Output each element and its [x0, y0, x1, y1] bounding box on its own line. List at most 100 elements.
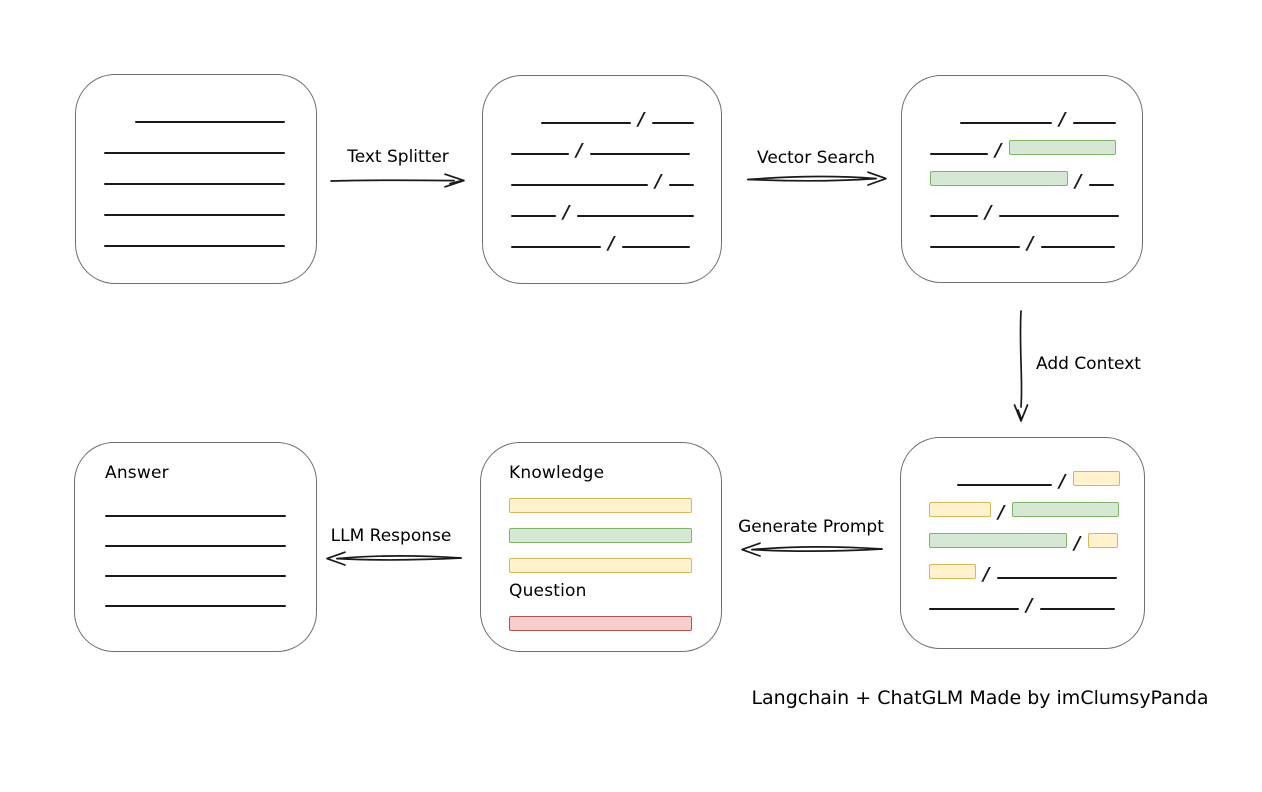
yellow-highlight — [929, 502, 991, 517]
text-line — [104, 183, 285, 185]
chunk-row: / — [930, 217, 1115, 254]
knowledge-label: Knowledge — [509, 463, 605, 483]
knowledge-bars — [509, 483, 693, 573]
split-chunks-box: / / / / / — [482, 75, 722, 284]
yellow-highlight — [1072, 471, 1120, 486]
generate-prompt-arrow — [741, 542, 883, 557]
chunk-row — [104, 185, 288, 216]
context-chunk-lines: ///// — [901, 438, 1144, 616]
chunk-row: / — [511, 93, 694, 130]
source-document-box — [75, 74, 317, 284]
answer-label: Answer — [105, 463, 169, 483]
chunk-row: / — [511, 124, 693, 161]
green-highlight — [1008, 140, 1116, 155]
chunk-row — [509, 513, 693, 543]
chunk-row: / — [929, 486, 1119, 522]
slash-separator: / — [1075, 171, 1082, 192]
slash-separator: / — [1027, 233, 1034, 254]
answer-lines — [105, 483, 286, 607]
question-label: Question — [509, 581, 587, 601]
yellow-highlight — [509, 498, 692, 513]
prompt-box: Knowledge Question — [480, 442, 722, 652]
text-splitter-label: Text Splitter — [347, 147, 449, 167]
red-highlight — [509, 616, 692, 631]
text-line — [929, 608, 1019, 610]
text-line — [998, 215, 1119, 217]
add-context-arrow — [1013, 310, 1029, 422]
chunk-row — [104, 216, 288, 247]
text-line — [511, 246, 601, 248]
chunk-row — [104, 123, 288, 154]
answer-box-content: Answer — [75, 443, 316, 607]
vector-search-arrow — [747, 171, 887, 186]
chunk-row — [104, 92, 288, 123]
text-line — [576, 215, 694, 217]
text-line — [621, 246, 690, 248]
add-context-label: Add Context — [1036, 354, 1141, 374]
green-highlight — [930, 171, 1068, 186]
slash-separator: / — [638, 109, 645, 130]
text-line — [511, 184, 648, 186]
chunk-row: / — [929, 579, 1116, 616]
text-line — [105, 575, 286, 577]
text-line — [104, 214, 285, 216]
text-line — [930, 215, 978, 217]
text-line — [511, 215, 556, 217]
text-line — [668, 184, 694, 186]
text-line — [1039, 608, 1115, 610]
question-bar — [509, 601, 693, 631]
text-line — [135, 121, 285, 123]
green-highlight — [929, 533, 1067, 548]
chunk-row: / — [929, 517, 1118, 553]
chunk-row — [105, 577, 286, 607]
slash-separator: / — [563, 202, 570, 223]
text-line — [996, 577, 1117, 579]
slash-separator: / — [608, 233, 615, 254]
slash-separator: / — [983, 564, 990, 585]
chunk-row — [509, 483, 693, 513]
chunk-row — [105, 547, 286, 577]
text-line — [930, 246, 1020, 248]
text-line — [105, 605, 286, 607]
chunk-row — [509, 601, 693, 631]
diagram-caption: Langchain + ChatGLM Made by imClumsyPand… — [751, 687, 1209, 709]
text-line — [651, 122, 694, 124]
matched-chunk-lines: ///// — [902, 76, 1142, 254]
llm-response-arrow — [326, 551, 462, 566]
chunk-row: / — [930, 186, 1119, 223]
slash-separator: / — [576, 140, 583, 161]
slash-separator: / — [985, 202, 992, 223]
chunk-row — [105, 517, 286, 547]
chunk-row: / — [511, 186, 694, 223]
text-line — [957, 484, 1052, 486]
chunk-row — [509, 543, 693, 573]
text-line — [930, 153, 988, 155]
text-line — [104, 245, 285, 247]
text-line — [1040, 246, 1115, 248]
text-line — [104, 152, 285, 154]
text-line — [1088, 184, 1114, 186]
slash-separator: / — [1059, 471, 1066, 492]
text-splitter-arrow — [330, 173, 465, 188]
slash-separator: / — [655, 171, 662, 192]
vector-matched-chunks-box: ///// — [901, 75, 1143, 283]
chunk-row — [105, 487, 286, 517]
text-line — [1072, 122, 1116, 124]
yellow-highlight — [509, 558, 692, 573]
chunk-row: / — [511, 155, 694, 192]
context-chunks-box: ///// — [900, 437, 1145, 649]
green-highlight — [1011, 502, 1119, 517]
yellow-highlight — [929, 564, 976, 579]
text-line — [541, 122, 631, 124]
text-line — [105, 515, 286, 517]
vector-search-label: Vector Search — [757, 148, 875, 168]
chunk-row: / — [930, 93, 1116, 130]
slash-separator: / — [1059, 109, 1066, 130]
slash-separator: / — [1026, 595, 1033, 616]
chunk-row — [104, 154, 288, 185]
text-line — [589, 153, 690, 155]
green-highlight — [509, 528, 692, 543]
chunk-row: / — [511, 217, 693, 254]
generate-prompt-label: Generate Prompt — [738, 517, 884, 537]
